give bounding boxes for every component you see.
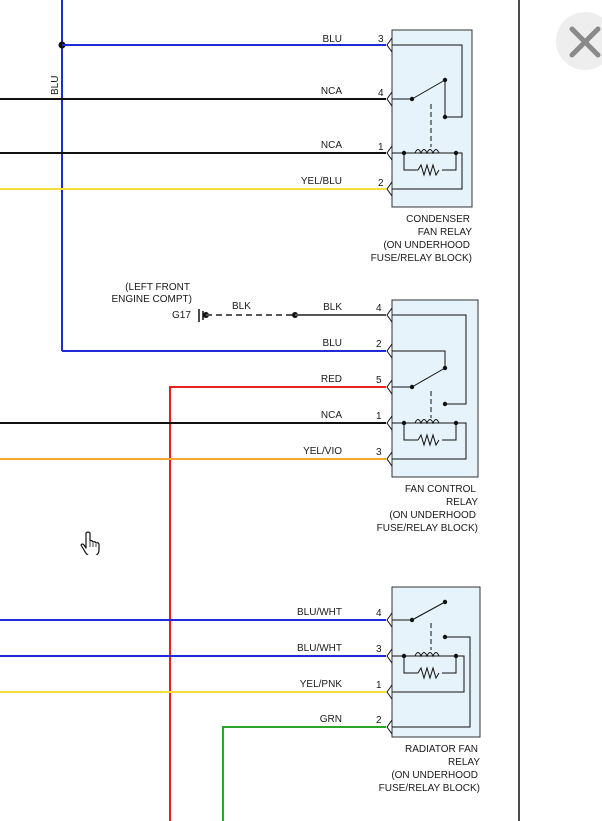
wire-label: BLU [323,34,342,45]
relay-label-fan-control-l2: RELAY [446,497,478,508]
pin-number: 5 [376,375,382,386]
wire-label-ground: BLK [232,301,251,312]
relay-label-radiator-l4: FUSE/RELAY BLOCK) [379,783,480,794]
wire-label: NCA [321,140,342,151]
condenser-fan-relay [386,29,473,208]
wire-label-blu-vertical: BLU [50,76,61,95]
wire-label: YEL/VIO [303,446,342,457]
relay-label-radiator-l2: RELAY [448,757,480,768]
pin-number: 1 [376,411,382,422]
relay-label-condenser-l1: CONDENSER [406,214,470,225]
ground-id: G17 [172,310,191,321]
wire-label: BLU [323,338,342,349]
wire-label: NCA [321,410,342,421]
ground-location-line1: (LEFT FRONT [125,282,190,293]
hand-pointer-icon [80,531,100,555]
pin-number: 1 [376,680,382,691]
wire-relay2-pin5 [169,386,386,821]
close-x-icon [569,26,601,58]
wire-label: YEL/BLU [301,176,342,187]
pin-number: 1 [378,142,384,153]
pin-number: 4 [376,608,382,619]
pin-number: 4 [378,88,384,99]
wire-label: RED [321,374,342,385]
pin-number: 2 [376,339,382,350]
radiator-fan-relay [386,586,481,738]
pin-number: 2 [376,715,382,726]
wire-label: GRN [320,714,342,725]
relay-label-radiator-l1: RADIATOR FAN [405,744,478,755]
wire-label: YEL/PNK [300,679,343,690]
pin-number: 3 [378,34,384,45]
relay-label-radiator-l3: (ON UNDERHOOD [391,770,478,781]
wire-relay3-pin2 [222,726,386,821]
wire-label: BLK [323,302,342,313]
wire-label: BLU/WHT [297,643,342,654]
relay-label-condenser-l4: FUSE/RELAY BLOCK) [371,253,472,264]
relay-label-fan-control-l1: FAN CONTROL [405,484,477,495]
fan-control-relay [386,299,479,478]
pin-number: 3 [376,447,382,458]
pin-number: 3 [376,644,382,655]
relay-label-fan-control-l3: (ON UNDERHOOD [389,510,476,521]
pin-number: 2 [378,178,384,189]
close-button[interactable] [556,12,602,70]
relay-label-condenser-l3: (ON UNDERHOOD [383,240,470,251]
relay-label-condenser-l2: FAN RELAY [418,227,473,238]
wire-label: BLU/WHT [297,607,342,618]
relay-label-fan-control-l4: FUSE/RELAY BLOCK) [377,523,478,534]
ground-location-line2: ENGINE COMPT) [111,294,192,305]
wire-label: NCA [321,86,342,97]
pin-number: 4 [376,303,382,314]
